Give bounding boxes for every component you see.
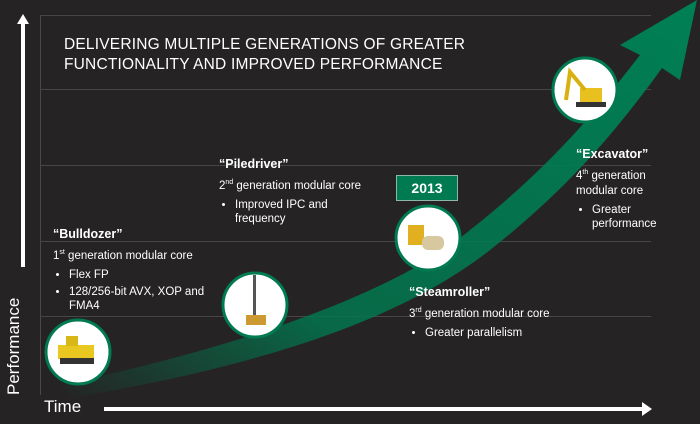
core-bullet: Greater parallelism — [425, 326, 579, 340]
title-line: FUNCTIONALITY AND IMPROVED PERFORMANCE — [64, 56, 443, 73]
core-piledriver: “Piledriver” 2nd generation modular core… — [219, 157, 389, 229]
core-name: “Steamroller” — [409, 285, 491, 299]
y-axis-arrow — [21, 22, 25, 267]
core-generation: 3rd generation modular core — [409, 307, 550, 320]
grid-line — [40, 15, 651, 16]
grid-line — [40, 165, 651, 166]
excavator-icon — [551, 56, 619, 124]
core-bulldozer: “Bulldozer” 1st generation modular core … — [53, 227, 223, 316]
x-axis-label: Time — [44, 397, 82, 416]
slide-title: DELIVERING MULTIPLE GENERATIONS OF GREAT… — [64, 35, 465, 75]
year-badge: 2013 — [396, 175, 458, 201]
y-axis-label: Performance — [4, 297, 23, 395]
core-bullet: Greater performance — [592, 203, 676, 231]
core-generation: 4th generation modular core — [576, 169, 646, 197]
steamroller-icon — [394, 204, 462, 272]
core-generation: 2nd generation modular core — [219, 179, 362, 192]
core-name: “Bulldozer” — [53, 227, 123, 241]
core-bullet: Flex FP — [69, 268, 223, 282]
core-name: “Piledriver” — [219, 157, 289, 171]
core-bullet: 128/256-bit AVX, XOP and FMA4 — [69, 285, 209, 313]
core-bullet: Improved IPC and frequency — [235, 198, 345, 226]
bulldozer-icon — [44, 318, 112, 386]
core-excavator: “Excavator” 4th generation modular core … — [576, 147, 676, 234]
core-generation: 1st generation modular core — [53, 249, 193, 262]
chart-left-border — [40, 15, 41, 395]
title-line: DELIVERING MULTIPLE GENERATIONS OF GREAT… — [64, 36, 466, 53]
grid-line — [40, 89, 651, 90]
core-steamroller: “Steamroller” 3rd generation modular cor… — [409, 285, 579, 343]
piledriver-icon — [221, 271, 289, 339]
x-axis-arrow — [104, 407, 644, 411]
grid-line — [40, 241, 651, 242]
core-name: “Excavator” — [576, 147, 649, 161]
